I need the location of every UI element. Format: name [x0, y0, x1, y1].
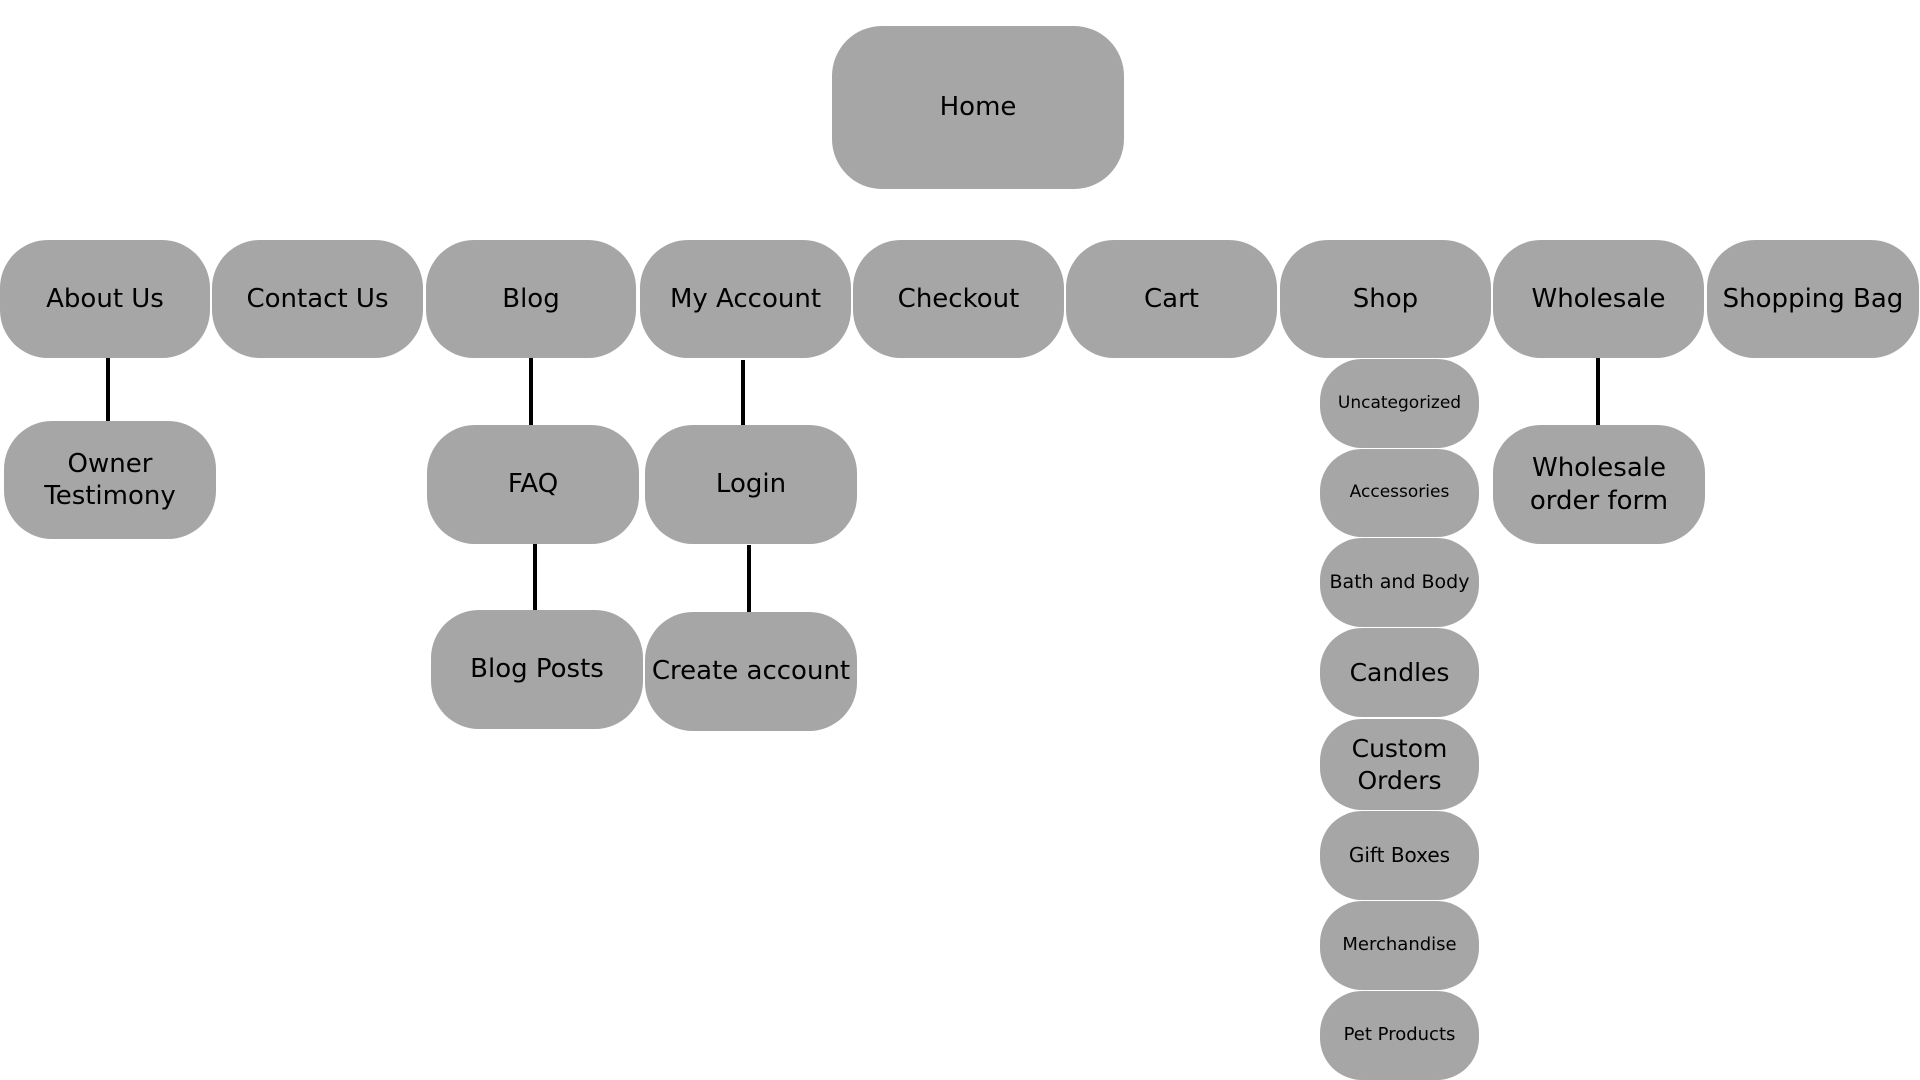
node-login: Login — [645, 425, 857, 544]
node-wholesale-order-form: Wholesale order form — [1493, 425, 1705, 544]
node-shopping-bag: Shopping Bag — [1707, 240, 1919, 358]
node-label: Create account — [651, 656, 851, 687]
node-label: Gift Boxes — [1348, 843, 1451, 867]
node-label: Login — [715, 469, 787, 500]
node-label: Uncategorized — [1337, 392, 1462, 413]
node-label: Blog Posts — [470, 654, 604, 685]
node-cart: Cart — [1066, 240, 1277, 358]
node-label: Blog — [502, 283, 560, 314]
node-blog: Blog — [426, 240, 636, 358]
connector-login — [747, 545, 751, 612]
node-label: Candles — [1349, 657, 1450, 687]
node-label: Merchandise — [1342, 934, 1457, 956]
connector-wholesale — [1596, 358, 1600, 425]
node-blog-posts: Blog Posts — [431, 610, 643, 729]
node-label: About Us — [46, 283, 164, 314]
node-merchandise: Merchandise — [1320, 901, 1479, 990]
node-shop: Shop — [1280, 240, 1491, 358]
connector-faq — [533, 544, 537, 610]
node-bath-and-body: Bath and Body — [1320, 538, 1479, 627]
connector-blog — [529, 358, 533, 425]
node-faq: FAQ — [427, 425, 639, 544]
node-label: Contact Us — [246, 283, 389, 314]
node-checkout: Checkout — [853, 240, 1064, 358]
node-my-account: My Account — [640, 240, 851, 358]
connector-my-account — [741, 360, 745, 425]
node-label: Wholesale — [1531, 283, 1666, 314]
connector-about-us — [106, 355, 110, 421]
node-accessories: Accessories — [1320, 449, 1479, 537]
node-label: Custom Orders — [1351, 734, 1448, 795]
node-label: Cart — [1144, 283, 1199, 314]
node-label: Checkout — [897, 283, 1020, 314]
node-owner-testimony: Owner Testimony — [4, 421, 216, 539]
node-label: Accessories — [1349, 482, 1450, 503]
node-pet-products: Pet Products — [1320, 991, 1479, 1080]
node-uncategorized: Uncategorized — [1320, 359, 1479, 448]
node-candles: Candles — [1320, 628, 1479, 717]
node-label: My Account — [669, 283, 822, 314]
node-label: Home — [939, 92, 1017, 123]
node-label: Shopping Bag — [1722, 283, 1904, 314]
node-label: Pet Products — [1343, 1024, 1456, 1046]
node-label: Owner Testimony — [44, 448, 176, 512]
node-contact-us: Contact Us — [212, 240, 423, 358]
node-label: Wholesale order form — [1529, 453, 1669, 516]
node-create-account: Create account — [645, 612, 857, 731]
node-wholesale: Wholesale — [1493, 240, 1704, 358]
node-about-us: About Us — [0, 240, 210, 358]
node-home: Home — [832, 26, 1124, 189]
node-label: Shop — [1352, 283, 1419, 314]
node-custom-orders: Custom Orders — [1320, 719, 1479, 810]
node-gift-boxes: Gift Boxes — [1320, 811, 1479, 900]
node-label: Bath and Body — [1329, 570, 1470, 593]
node-label: FAQ — [507, 469, 559, 500]
